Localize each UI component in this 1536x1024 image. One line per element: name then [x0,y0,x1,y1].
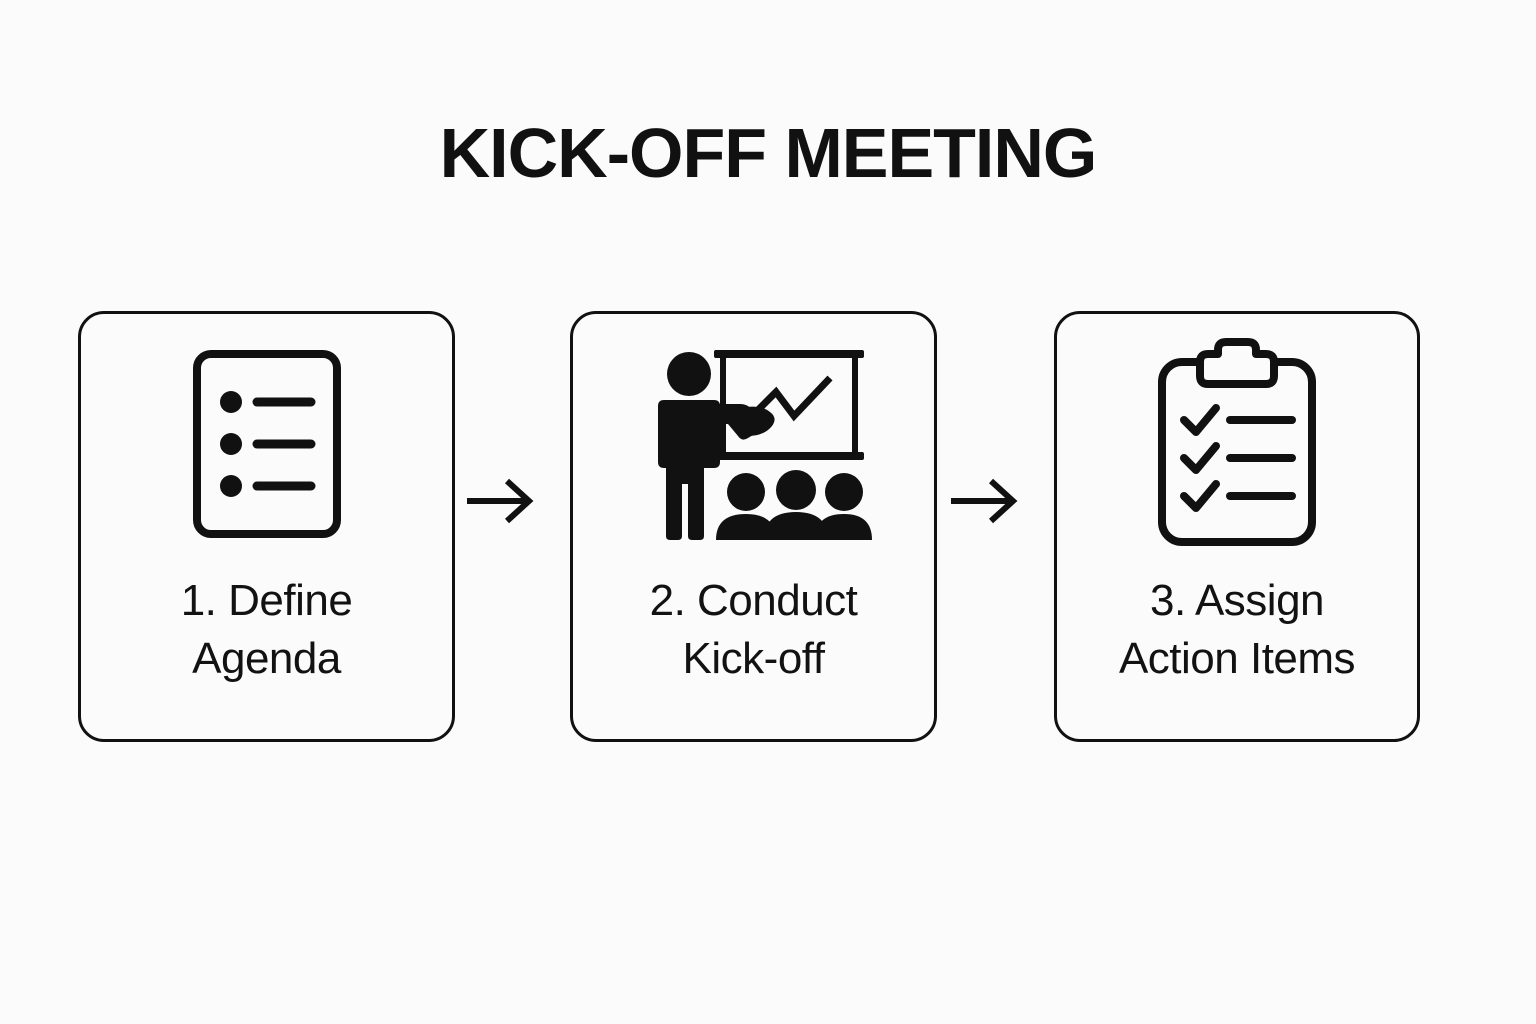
clipboard-checklist-icon [1154,338,1320,550]
page-title: KICK-OFF MEETING [439,114,1098,192]
step-3-icon-slot [1154,324,1320,564]
step-3-label-line-1: 3. Assign [1149,576,1325,625]
step-1-label-line-1: 1. Define [180,576,353,625]
step-card-2-label: 2. Conduct Kick-off [640,572,868,688]
step-2-label-line-1: 2. Conduct [649,576,858,625]
step-card-3-label: 3. Assign Action Items [1109,572,1365,688]
arrow-right-icon-2 [947,471,1027,531]
arrow-right-icon-1 [463,471,543,531]
step-card-1-label: 1. Define Agenda [171,572,363,688]
step-card-2[interactable]: 2. Conduct Kick-off [570,311,937,742]
step-1-icon-slot [192,324,341,564]
document-list-icon [192,350,341,538]
step-card-3[interactable]: 3. Assign Action Items [1054,311,1420,742]
presentation-icon [636,344,872,544]
step-3-label-line-2: Action Items [1118,634,1356,683]
process-flow: 1. Define Agenda [78,311,1420,742]
step-2-label-line-2: Kick-off [682,634,825,683]
step-card-1[interactable]: 1. Define Agenda [78,311,455,742]
step-1-label-line-2: Agenda [192,634,341,683]
step-2-icon-slot [636,324,872,564]
